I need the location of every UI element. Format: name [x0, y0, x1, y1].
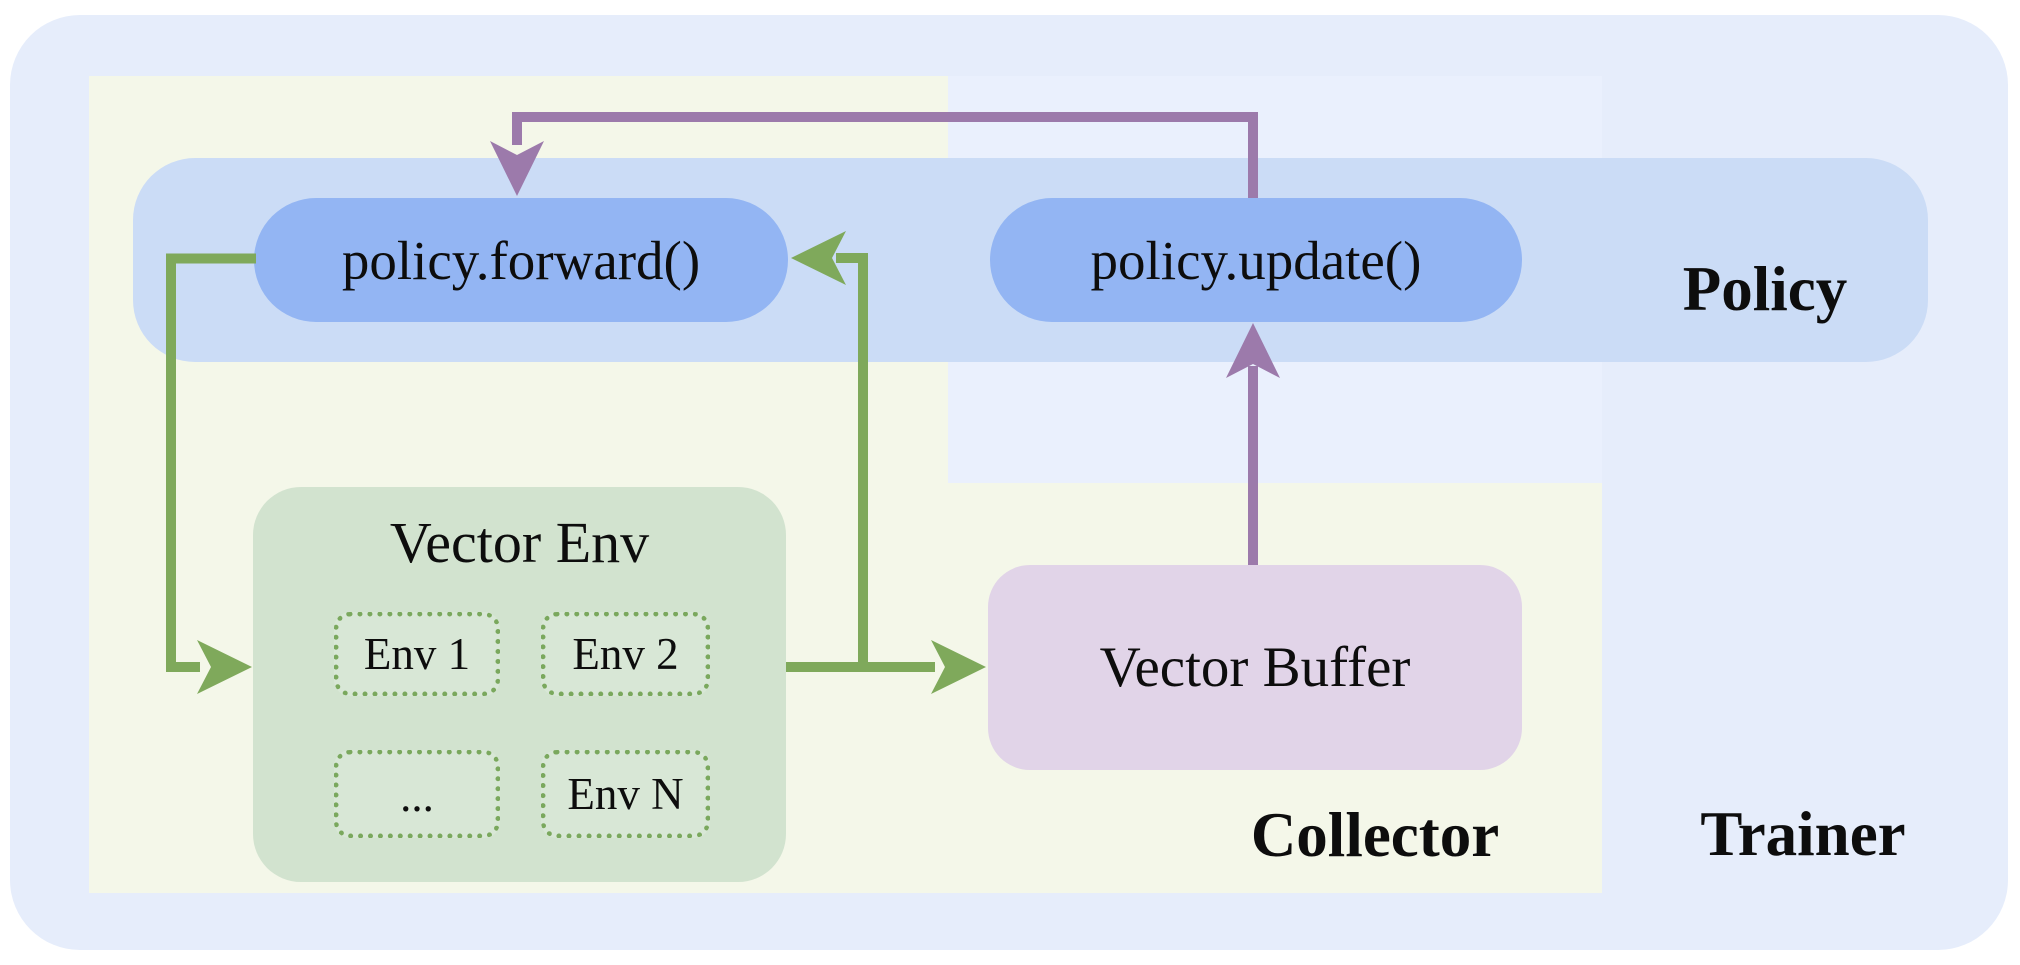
policy-forward-label: policy.forward()	[341, 229, 701, 291]
vector-env-title: Vector Env	[389, 510, 650, 575]
policy-update-node: policy.update()	[990, 198, 1522, 322]
env-1-label: Env 1	[363, 628, 471, 679]
policy-update-label: policy.update()	[1090, 229, 1422, 291]
vector-buffer-node: Vector Buffer	[988, 565, 1522, 770]
policy-forward-node: policy.forward()	[254, 198, 788, 322]
env-ellipsis-node: ...	[334, 750, 500, 838]
policy-region-label: Policy	[1682, 254, 1848, 324]
trainer-region-label: Trainer	[1700, 799, 1906, 869]
env-2-node: Env 2	[541, 612, 710, 696]
env-n-label: Env N	[567, 768, 684, 819]
env-2-label: Env 2	[572, 628, 679, 679]
env-n-node: Env N	[541, 750, 710, 838]
collector-region-label: Collector	[1250, 800, 1500, 870]
env-ellipsis-label: ...	[400, 771, 434, 821]
env-1-node: Env 1	[334, 612, 500, 696]
vector-buffer-label: Vector Buffer	[1099, 636, 1411, 699]
